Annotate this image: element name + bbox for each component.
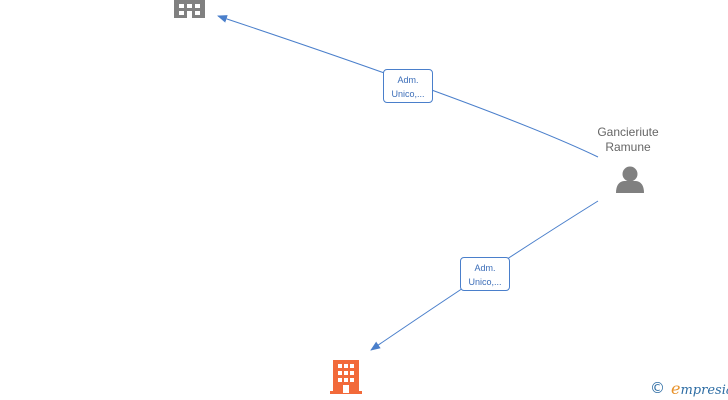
empresia-watermark[interactable]: © empresia (650, 378, 728, 398)
edge-label-1[interactable]: Adm. Unico,... (383, 69, 433, 103)
edge-label-1-line1: Adm. (397, 75, 419, 85)
edge-label-2-line2: Unico,... (468, 277, 502, 287)
copyright-icon: © (650, 379, 665, 397)
person-name-label[interactable]: Gancieriute Ramune (578, 125, 678, 155)
person-first-name: Gancieriute (597, 125, 659, 139)
company-building-icon-active[interactable] (330, 360, 362, 394)
edge-person-to-company-1 (217, 15, 599, 158)
person-icon[interactable] (616, 166, 644, 194)
person-last-name: Ramune (605, 140, 651, 154)
brand-logo-initial: e (671, 378, 681, 398)
edge-label-1-line2: Unico,... (391, 89, 425, 99)
brand-logo-rest: mpresia (680, 382, 728, 398)
edge-label-2-line1: Adm. (474, 263, 496, 273)
edge-label-2[interactable]: Adm. Unico,... (460, 257, 510, 291)
brand-logo: empresia (671, 379, 728, 398)
company-building-icon[interactable] (174, 0, 205, 18)
